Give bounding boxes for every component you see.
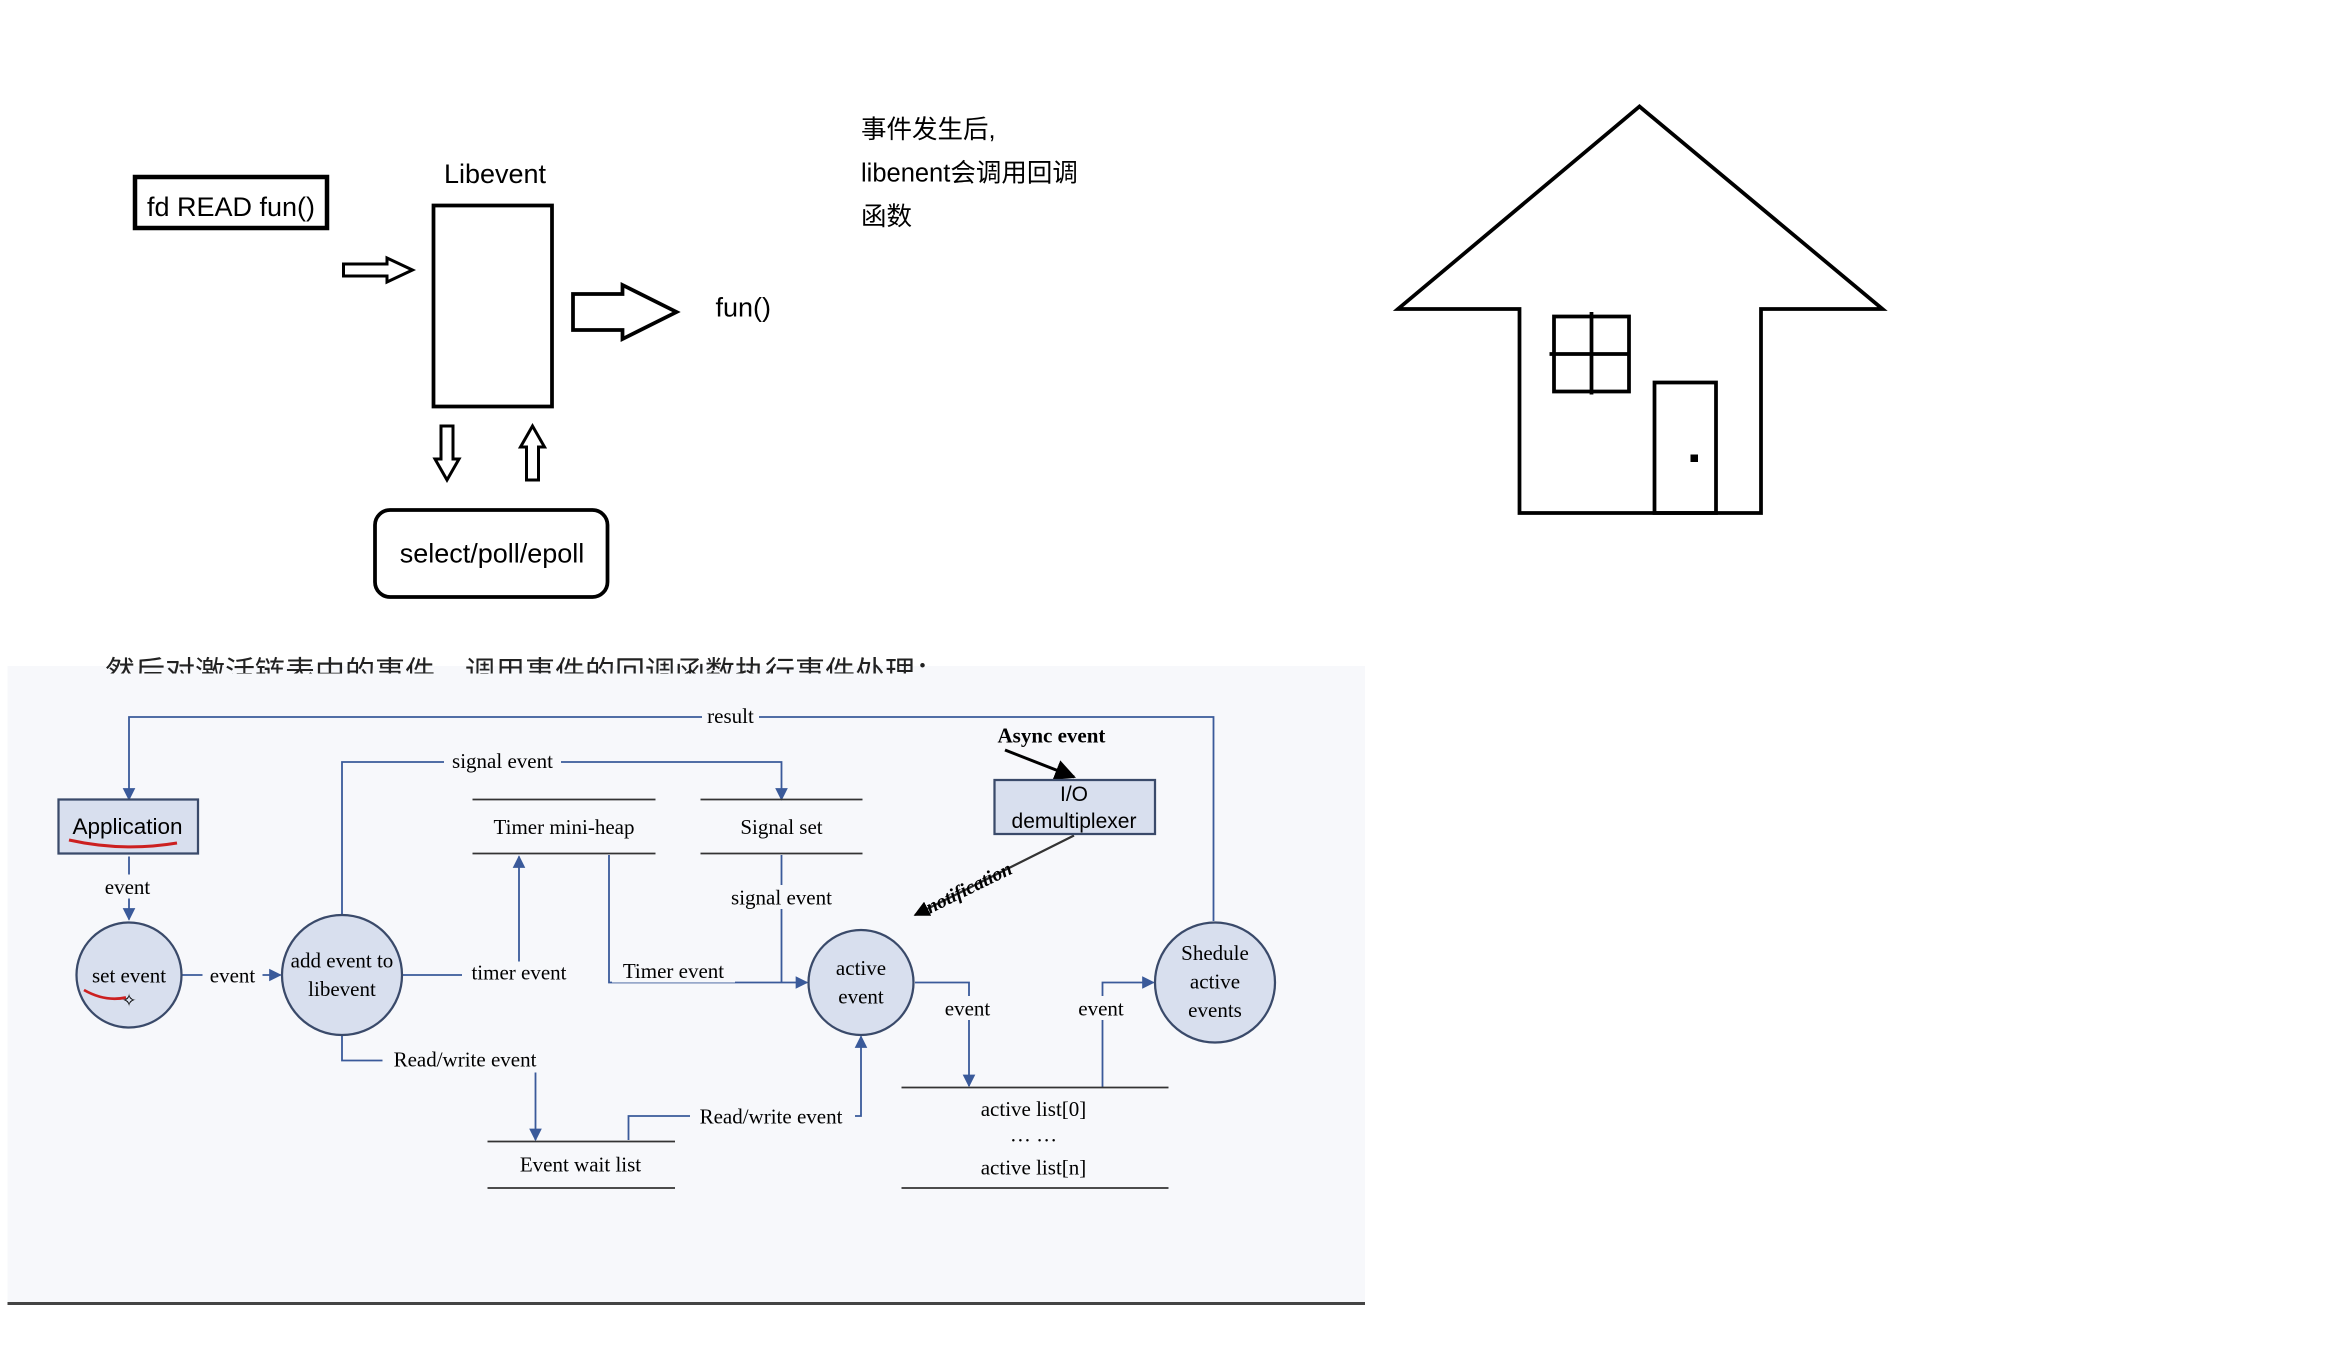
set-event-node xyxy=(75,921,183,1029)
timer-event-2-label: Timer event xyxy=(623,959,724,983)
arrow-right-big-icon xyxy=(571,281,681,343)
signal-event-mid-label: signal event xyxy=(731,886,832,910)
rw-event-2-label: Read/write event xyxy=(700,1105,843,1129)
application-label: Application xyxy=(72,814,182,839)
add-event-line-2: libevent xyxy=(308,977,376,1001)
async-event-label: Async event xyxy=(998,724,1106,748)
result-label: result xyxy=(707,704,754,728)
cursor-icon: ✧ xyxy=(122,991,137,1011)
event-wait-list-label: Event wait list xyxy=(520,1153,641,1177)
libevent-label: Libevent xyxy=(444,159,547,189)
note-line-2: libenent会调用回调 xyxy=(861,160,1078,188)
flow-diagram: 然后对激活链表中的事件，调用事件的回调函数执行事件处理； xyxy=(7,657,1365,1305)
event-down-label: event xyxy=(105,875,151,899)
event-to-add-label: event xyxy=(210,964,256,988)
select-poll-epoll-box xyxy=(373,508,610,599)
active-list-dots: … … xyxy=(1010,1123,1057,1147)
add-event-node xyxy=(280,913,404,1037)
red-scribble xyxy=(83,988,127,1001)
add-event-line-1: add event to xyxy=(291,949,394,973)
arrow-down-icon xyxy=(432,424,462,484)
libevent-box xyxy=(431,203,554,409)
door-icon xyxy=(1652,380,1718,515)
set-event-label: set event xyxy=(92,964,166,988)
fd-read-label: fd READ fun() xyxy=(147,192,315,222)
signal-event-top-label: signal event xyxy=(452,749,553,773)
timer-event-label: timer event xyxy=(471,961,566,985)
truncated-caption: 然后对激活链表中的事件，调用事件的回调函数执行事件处理； xyxy=(105,657,945,690)
event-out-label: event xyxy=(945,997,991,1021)
red-underline xyxy=(68,838,178,849)
active-list-n-label: active list[n] xyxy=(981,1156,1087,1180)
signal-set-label: Signal set xyxy=(740,815,822,839)
active-event-node xyxy=(807,928,915,1037)
timer-mini-heap-label: Timer mini-heap xyxy=(494,815,635,839)
fun-label: fun() xyxy=(716,293,772,323)
active-event-line-2: event xyxy=(838,985,884,1009)
arrow-up-icon xyxy=(517,422,548,482)
select-poll-epoll-label: select/poll/epoll xyxy=(400,539,585,569)
schedule-line-3: events xyxy=(1188,998,1242,1022)
rw-event-1-label: Read/write event xyxy=(394,1048,537,1072)
demultiplexer-label: demultiplexer xyxy=(1012,810,1137,833)
top-diagram: fd READ fun() Libevent fun() select/poll… xyxy=(132,159,772,599)
event-in-label: event xyxy=(1078,997,1124,1021)
note-line-3: 函数 xyxy=(861,203,912,231)
schedule-line-2: active xyxy=(1190,970,1240,994)
io-demultiplexer-box xyxy=(993,778,1157,836)
schedule-node xyxy=(1153,921,1277,1044)
active-list-0-label: active list[0] xyxy=(981,1097,1087,1121)
door-knob-icon xyxy=(1690,454,1698,462)
io-label: I/O xyxy=(1060,783,1088,806)
active-event-line-1: active xyxy=(836,956,886,980)
house-icon xyxy=(1392,104,1888,515)
fd-read-box xyxy=(132,174,330,231)
note-line-1: 事件发生后, xyxy=(861,116,996,144)
arrow-right-small-icon xyxy=(342,255,417,285)
schedule-line-1: Shedule xyxy=(1181,941,1249,965)
callback-note: 事件发生后, libenent会调用回调 函数 xyxy=(861,116,1078,231)
